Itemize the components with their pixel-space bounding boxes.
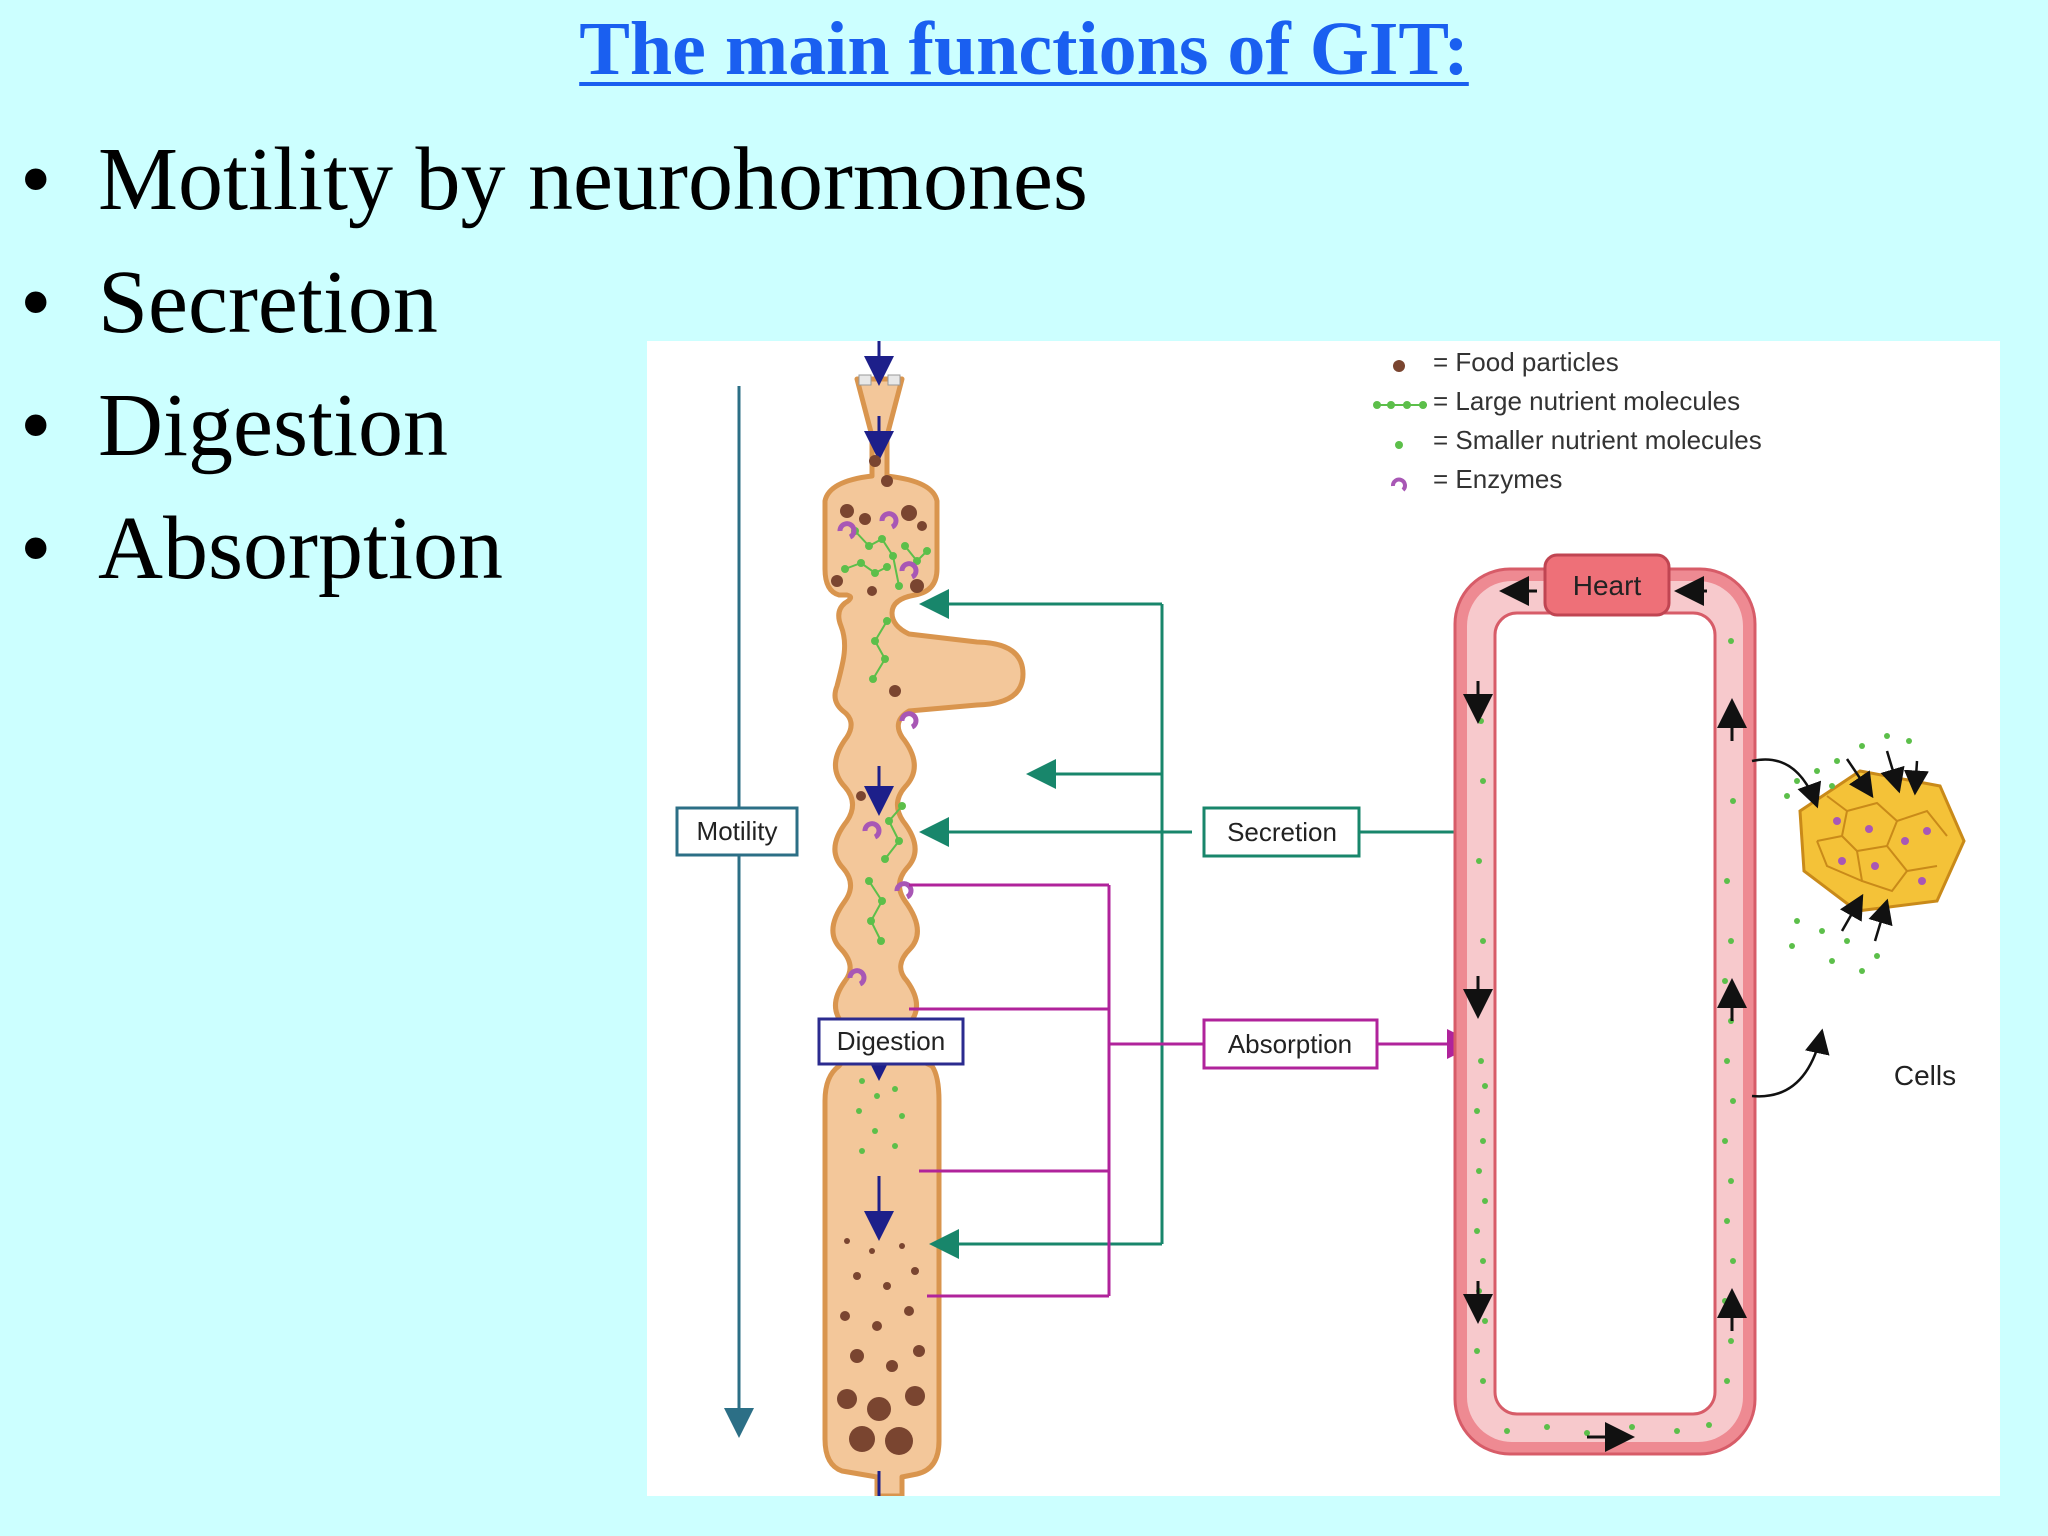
gi-tract: [822, 376, 1026, 1496]
large-molecule-icon: [1373, 401, 1427, 409]
secretion-label: Secretion: [1227, 817, 1337, 847]
small-molecule-icon: [1395, 441, 1403, 449]
slide-title: The main functions of GIT:: [579, 7, 1469, 91]
enzyme-icon: [1391, 477, 1407, 492]
bullet-list: • Motility by neurohormones • Secretion • D…: [20, 118, 1088, 610]
legend-enzymes: = Enzymes: [1433, 464, 1562, 494]
heart-shape: [1543, 553, 1671, 617]
heart-label: Heart: [1573, 570, 1642, 601]
legend-food-particles: = Food particles: [1433, 347, 1619, 377]
git-function-diagram: Motility: [647, 341, 2000, 1496]
diagram-canvas: Motility: [675, 341, 1966, 1496]
secretion-label-box: [1202, 806, 1361, 858]
bullet-item: • Digestion: [20, 364, 1088, 487]
bullet-marker: •: [20, 253, 52, 352]
circulatory-loop: [1453, 567, 1757, 1456]
bullet-item: • Absorption: [20, 487, 1088, 610]
cell-uptake-arrows: [1751, 750, 1929, 1098]
mouth-tooth-icon: [887, 374, 901, 386]
motility-label: Motility: [697, 816, 778, 846]
absorption-label: Absorption: [1228, 1029, 1352, 1059]
digestion-label-box: [817, 1017, 965, 1066]
absorption-label-box: [1202, 1018, 1379, 1070]
colon-contents: [837, 1238, 925, 1455]
food-particle-icon: [1393, 360, 1405, 372]
legend: = Food particles = Large nutrient molecu…: [1373, 347, 1762, 494]
cell-nutrient-dots: [1784, 733, 1912, 974]
intestine-contents: [847, 617, 919, 1154]
circulation-arrows: [1463, 576, 1747, 1452]
absorption-connectors: [909, 883, 1477, 1298]
bullet-text: Digestion: [98, 376, 448, 475]
digestion-label: Digestion: [837, 1026, 945, 1056]
bullet-text: Absorption: [98, 499, 503, 598]
legend-large-molecules: = Large nutrient molecules: [1433, 386, 1740, 416]
cells-label: Cells: [1894, 1060, 1956, 1091]
bullet-marker: •: [20, 499, 52, 598]
bullet-marker: •: [20, 376, 52, 475]
secretion-connectors: [919, 589, 1465, 1259]
motility-label-box: [675, 806, 799, 857]
legend-smaller-molecules: = Smaller nutrient molecules: [1433, 425, 1762, 455]
bullet-marker: •: [20, 130, 52, 229]
bullet-item: • Secretion: [20, 241, 1088, 364]
bullet-item: • Motility by neurohormones: [20, 118, 1088, 241]
tissue-cells: [1798, 769, 1966, 913]
bullet-text: Secretion: [98, 253, 438, 352]
bullet-text: Motility by neurohormones: [98, 130, 1088, 229]
mouth-tooth-icon: [858, 374, 872, 386]
